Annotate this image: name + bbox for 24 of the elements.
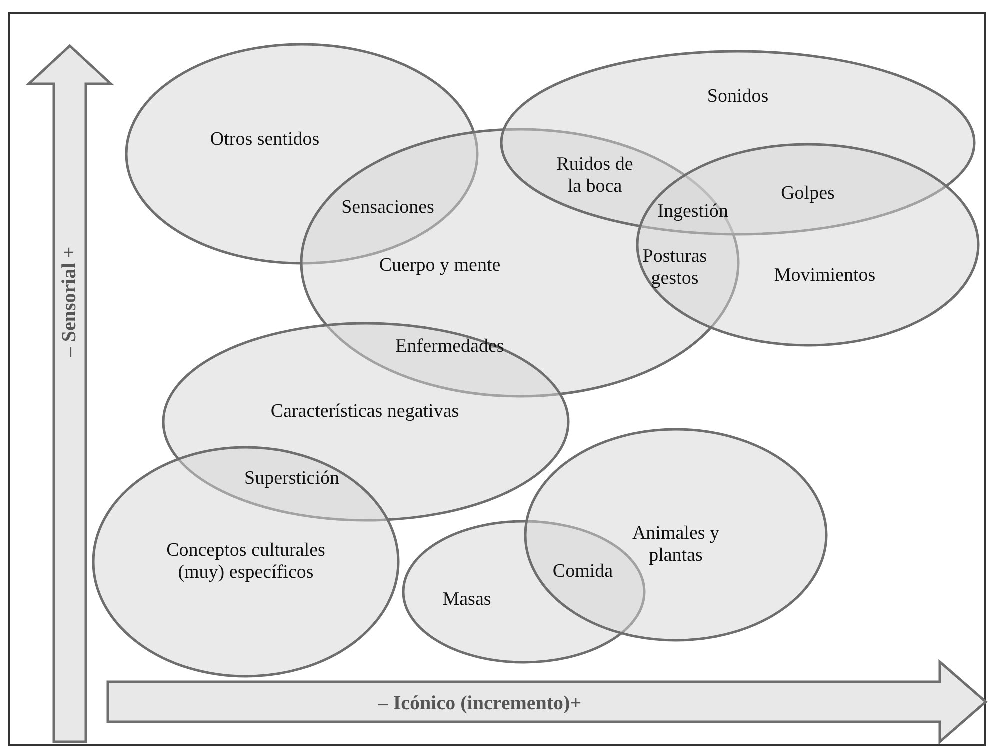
axis-label: – Icónico (incremento)+ (378, 692, 582, 716)
category-label: Movimientos (773, 265, 877, 287)
overlap-label: Golpes (780, 183, 836, 205)
category-label: Cuerpo y mente (378, 255, 502, 277)
overlap-label: Superstición (244, 468, 340, 490)
category-ellipse (636, 143, 980, 347)
category-label: Animales y plantas (631, 523, 721, 567)
category-ellipse (92, 446, 400, 678)
category-label: Otros sentidos (209, 129, 321, 151)
overlap-label: Posturas gestos (642, 246, 708, 290)
category-label: Características negativas (270, 401, 460, 423)
overlap-label: Enfermedades (394, 336, 506, 358)
category-label: Conceptos culturales (muy) específicos (166, 540, 326, 584)
category-label: Sonidos (706, 86, 770, 108)
axis-arrow (106, 660, 988, 744)
overlap-label: Ingestión (656, 201, 730, 223)
category-ellipse (162, 322, 570, 522)
axis-arrow (28, 44, 112, 744)
axis-label: – Sensorial + (58, 246, 82, 358)
overlap-label: Sensaciones (340, 197, 436, 219)
category-label: Masas (442, 589, 492, 611)
category-ellipse (524, 428, 828, 642)
overlap-label: Ruidos de la boca (556, 154, 634, 198)
overlap-label: Comida (552, 561, 614, 583)
